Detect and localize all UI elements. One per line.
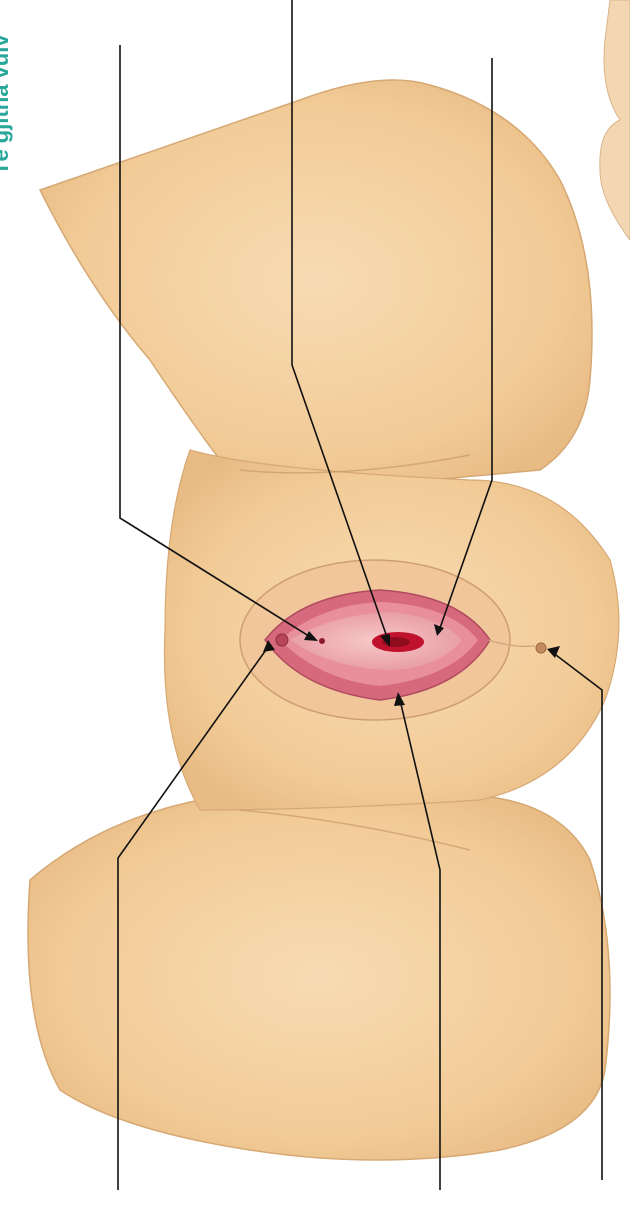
urethral-opening xyxy=(319,638,325,644)
right-edge-shape xyxy=(600,0,630,240)
left-cutoff-text xyxy=(0,0,14,1205)
anus xyxy=(536,643,546,653)
clitoris xyxy=(276,634,288,646)
upper-thigh xyxy=(40,80,592,480)
lower-thigh xyxy=(28,793,610,1160)
